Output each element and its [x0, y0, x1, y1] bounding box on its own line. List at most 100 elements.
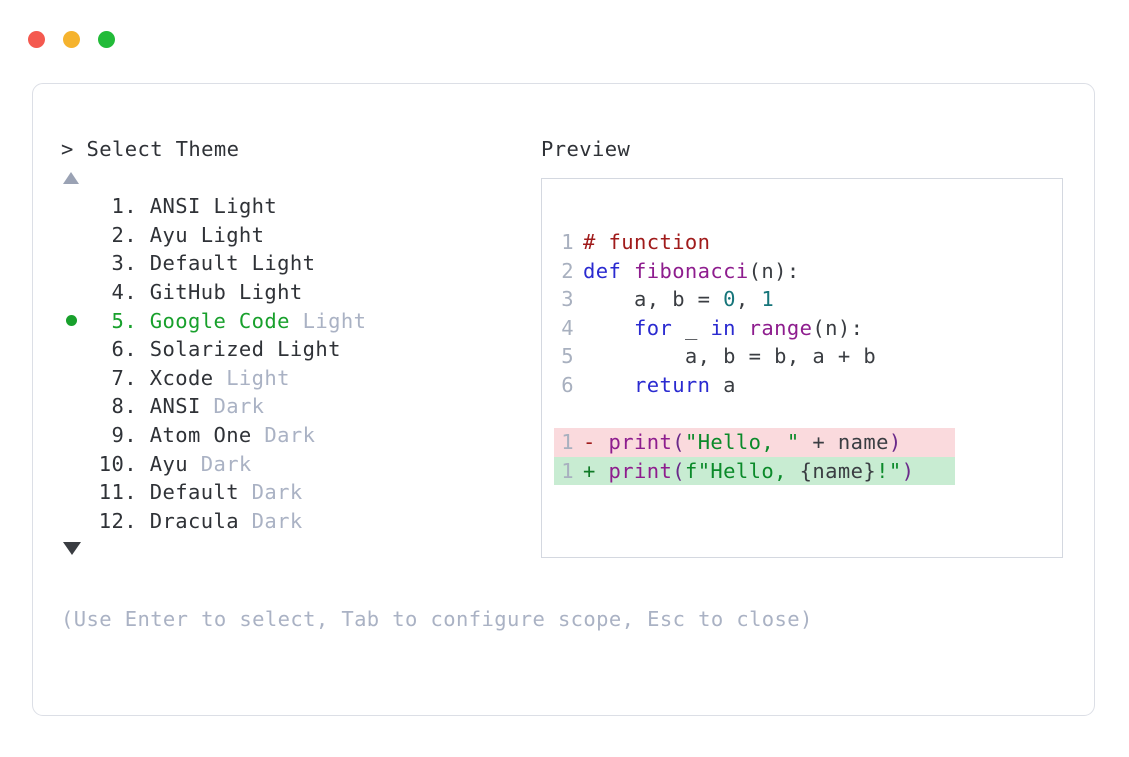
theme-item-name: Ayu: [137, 451, 188, 476]
code-token: (: [672, 458, 685, 483]
code-token: ): [888, 430, 902, 455]
code-token: def: [583, 258, 634, 283]
line-number: 3: [561, 287, 574, 312]
theme-item-name: Dracula: [137, 508, 239, 533]
code-token: 1: [761, 287, 775, 312]
theme-list-item[interactable]: 8. ANSI Dark: [61, 392, 531, 421]
code-token: [583, 373, 634, 397]
code-token: + name: [799, 430, 889, 455]
theme-item-index: 2.: [98, 222, 137, 247]
code-token: [583, 316, 634, 340]
theme-item-name: ANSI: [137, 394, 201, 419]
theme-item-name: Default: [137, 251, 239, 276]
theme-item-variant: Light: [264, 337, 341, 362]
theme-list-item[interactable]: 3. Default Light: [61, 249, 531, 278]
theme-item-name: Google Code: [137, 308, 290, 333]
theme-list-pane: > Select Theme 1. ANSI Light 2. Ayu Ligh…: [61, 134, 531, 556]
theme-item-variant: Dark: [187, 451, 252, 476]
theme-item-index: 7.: [98, 365, 137, 390]
code-token: (n):: [812, 315, 864, 340]
theme-item-name: Solarized: [137, 337, 265, 362]
minimize-dot[interactable]: [63, 31, 80, 48]
theme-item-variant: Light: [226, 280, 303, 305]
theme-item-index: 5.: [98, 308, 137, 333]
theme-item-name: Ayu: [137, 222, 188, 247]
theme-list-item[interactable]: 2. Ayu Light: [61, 221, 531, 250]
theme-selector-card: > Select Theme 1. ANSI Light 2. Ayu Ligh…: [32, 83, 1095, 716]
line-number: 1: [561, 458, 574, 483]
code-token: print: [608, 430, 673, 455]
selected-dot-icon: [66, 315, 77, 327]
prompt-line: > Select Theme: [61, 137, 240, 161]
theme-item-variant: Light: [238, 251, 316, 276]
theme-item-variant: Light: [213, 365, 290, 390]
theme-list-item[interactable]: 10. Ayu Dark: [61, 449, 531, 478]
line-number: 4: [561, 315, 574, 340]
code-token: return: [633, 372, 711, 397]
close-dot[interactable]: [28, 31, 45, 48]
code-token: in: [710, 315, 736, 340]
theme-list: 1. ANSI Light 2. Ayu Light 3. Default Li…: [61, 192, 531, 535]
diff-line: 1+ print(f"Hello, {name}!"): [554, 456, 1062, 486]
code-token: [736, 316, 749, 340]
diff-highlight: [554, 456, 955, 486]
selection-marker: [61, 315, 93, 327]
code-token: # function: [583, 230, 711, 254]
code-token: range: [748, 315, 813, 340]
theme-list-item[interactable]: 12. Dracula Dark: [61, 507, 531, 536]
theme-list-item[interactable]: 6. Solarized Light: [61, 335, 531, 364]
line-number: 1: [561, 230, 574, 254]
theme-list-item[interactable]: 5. Google Code Light: [61, 306, 531, 335]
code-token: _: [672, 315, 711, 340]
code-token: "Hello, ": [684, 430, 800, 455]
keyboard-hint: (Use Enter to select, Tab to configure s…: [61, 607, 813, 631]
theme-list-item[interactable]: 7. Xcode Light: [61, 364, 531, 393]
code-line: 1 # function: [554, 228, 1062, 257]
card-body: > Select Theme 1. ANSI Light 2. Ayu Ligh…: [33, 84, 1094, 715]
code-text: def fibonacci(n):: [583, 257, 800, 286]
code-token: !": [876, 458, 902, 483]
code-token: (: [672, 430, 685, 455]
theme-list-item[interactable]: 1. ANSI Light: [61, 192, 531, 221]
code-token: for: [633, 315, 673, 340]
line-number: 5: [561, 344, 574, 369]
code-token: ,: [735, 287, 762, 312]
code-token: fibonacci: [633, 258, 749, 283]
diff-line: 1- print("Hello, " + name): [554, 428, 1062, 457]
theme-list-item[interactable]: 11. Default Dark: [61, 478, 531, 507]
code-token: ): [901, 458, 915, 483]
code-text: for _ in range(n):: [583, 314, 863, 343]
code-token: -: [583, 430, 609, 455]
theme-item-name: Atom One: [137, 423, 252, 448]
theme-list-item[interactable]: 4. GitHub Light: [61, 278, 531, 307]
code-spacer: [554, 400, 1062, 429]
theme-item-index: 6.: [98, 337, 137, 362]
maximize-dot[interactable]: [98, 31, 115, 48]
line-number: 1: [561, 430, 574, 455]
theme-item-name: GitHub: [137, 280, 227, 305]
theme-item-variant: Dark: [251, 423, 316, 448]
code-token: print: [608, 458, 673, 483]
theme-item-index: 4.: [98, 280, 137, 305]
theme-item-index: 11.: [98, 480, 137, 505]
code-line: 3 a, b = 0, 1: [554, 285, 1062, 314]
theme-item-variant: Light: [200, 194, 278, 219]
theme-item-index: 1.: [98, 194, 137, 219]
code-text: return a: [583, 371, 736, 400]
theme-item-index: 8.: [98, 394, 137, 419]
theme-item-variant: Dark: [238, 508, 303, 533]
triangle-up-icon[interactable]: [63, 172, 79, 184]
code-text: # function: [583, 228, 710, 257]
triangle-down-icon[interactable]: [63, 542, 81, 556]
code-token: 0: [723, 287, 736, 312]
code-token: {name}: [799, 458, 877, 483]
theme-list-item[interactable]: 9. Atom One Dark: [61, 421, 531, 450]
code-text: - print("Hello, " + name): [583, 428, 902, 457]
code-token: f"Hello,: [684, 458, 800, 483]
theme-item-name: Xcode: [137, 365, 214, 390]
theme-item-name: Default: [137, 480, 239, 505]
theme-item-index: 10.: [98, 451, 137, 476]
